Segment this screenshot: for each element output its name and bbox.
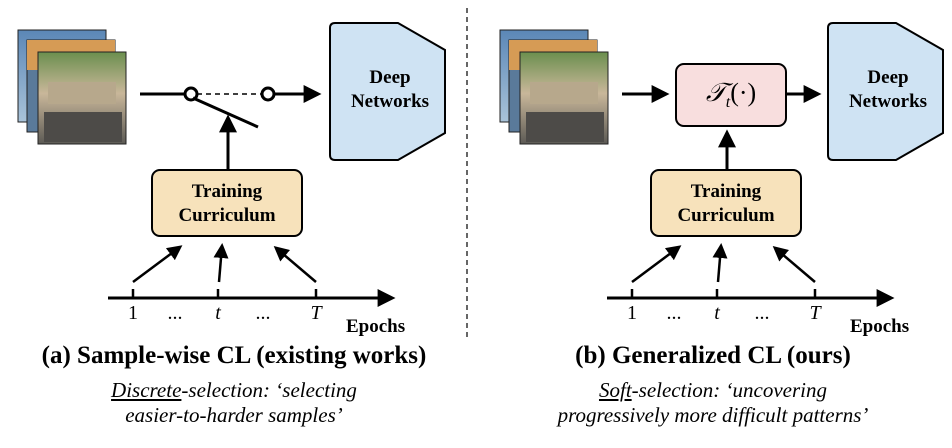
panel-a-network-shape: [329, 22, 446, 161]
panel-a-image-stack: [17, 29, 127, 145]
panel-b-tick-label-dots1: ...: [666, 302, 682, 324]
panel-a-curriculum-label: Training Curriculum: [178, 181, 276, 226]
panel-b-desc-rest: -selection: ‘uncovering: [631, 378, 827, 402]
panel-a-tick-label-dots2: ...: [255, 302, 271, 324]
panel-a-desc-rest: -selection: ‘selecting: [181, 378, 357, 402]
panel-b-curriculum-label: Training Curriculum: [677, 181, 775, 226]
panel-a-caption: (a) Sample-wise CL (existing works): [41, 342, 427, 369]
panel-b-transform-label: 𝒯t(·): [705, 78, 757, 112]
panel-a-network-label: Deep Networks: [350, 67, 430, 112]
panel-a-arrow-T: [273, 246, 317, 283]
panel-b-description: Soft-selection: ‘uncovering progressivel…: [478, 378, 948, 428]
panel-b-caption: (b) Generalized CL (ours): [575, 342, 851, 369]
panel-a-tick-label-dots1: ...: [167, 302, 183, 324]
panel-a-arrow-t: [213, 243, 229, 283]
panel-b-arrow-t: [712, 243, 728, 283]
panel-b-desc-emph: Soft: [598, 378, 632, 402]
panel-a-description: Discrete-selection: ‘selecting easier-to…: [6, 378, 462, 428]
panel-a-switch-right: [260, 86, 276, 102]
panel-b-desc-line2: progressively more difficult patterns’: [557, 403, 869, 427]
panel-a-desc-emph: Discrete: [111, 378, 182, 402]
panel-a-tick-label-T: T: [310, 302, 322, 324]
panel-b-tick-label-1: 1: [627, 302, 637, 324]
panel-b-image-stack: [499, 29, 609, 145]
panel-b-network-shape: [827, 22, 944, 161]
panel-a-arrow-1: [132, 245, 183, 284]
panel-a-desc-line2: easier-to-harder samples’: [125, 403, 343, 427]
panel-b-arrow-1: [631, 245, 682, 284]
panel-b-tick-label-dots2: ...: [754, 302, 770, 324]
panel-b-network-label: Deep Networks: [848, 67, 928, 112]
panel-b-tick-label-T: T: [809, 302, 821, 324]
panel-b-arrow-T: [772, 246, 816, 283]
panel-a-tick-label-1: 1: [128, 302, 138, 324]
panel-a-axis-label: Epochs: [346, 316, 406, 337]
panel-a-switch-lever: [192, 96, 259, 129]
panel-b-tick-label-t: t: [714, 302, 720, 324]
panel-a-tick-label-t: t: [215, 302, 221, 324]
panel-b-axis-label: Epochs: [850, 316, 910, 337]
